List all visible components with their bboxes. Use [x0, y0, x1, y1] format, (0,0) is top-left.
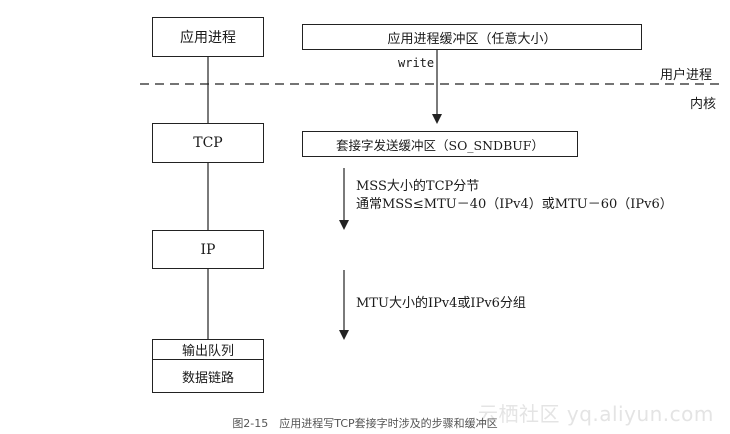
datalink-box: 数据链路	[152, 359, 264, 393]
write-label: write	[398, 56, 435, 70]
app-buffer-label: 应用进程缓冲区（任意大小）	[387, 31, 557, 47]
ip-packet-label: MTU大小的IPv4或IPv6分组	[356, 296, 526, 311]
figure-caption: 图2-15 应用进程写TCP套接字时涉及的步骤和缓冲区	[232, 417, 498, 430]
app-buffer-box: 应用进程缓冲区（任意大小）	[302, 24, 642, 50]
tcp-label: TCP	[193, 135, 223, 151]
ip-arrow-head	[339, 330, 349, 340]
socket-send-buffer-box: 套接字发送缓冲区（SO_SNDBUF）	[302, 131, 578, 157]
ip-label: IP	[200, 241, 216, 258]
tcp-box: TCP	[152, 123, 264, 163]
output-queue-box: 输出队列	[152, 339, 264, 360]
output-queue-label: 输出队列	[181, 344, 234, 359]
socket-send-buffer-label: 套接字发送缓冲区（SO_SNDBUF）	[336, 137, 544, 153]
tcp-segment-label-1: MSS大小的TCP分节	[356, 179, 480, 194]
app-process-box: 应用进程	[152, 17, 264, 57]
user-process-label: 用户进程	[660, 68, 713, 83]
tcp-segment-label-2: 通常MSS≤MTU－40（IPv4）或MTU－60（IPv6）	[356, 197, 673, 212]
datalink-label: 数据链路	[181, 370, 234, 386]
write-arrow-head	[432, 114, 442, 124]
kernel-label: 内核	[690, 97, 717, 112]
watermark: 云栖社区 yq.aliyun.com	[478, 402, 714, 426]
app-process-label: 应用进程	[180, 30, 236, 46]
tcp-arrow-head	[339, 220, 349, 230]
ip-box: IP	[152, 230, 264, 269]
